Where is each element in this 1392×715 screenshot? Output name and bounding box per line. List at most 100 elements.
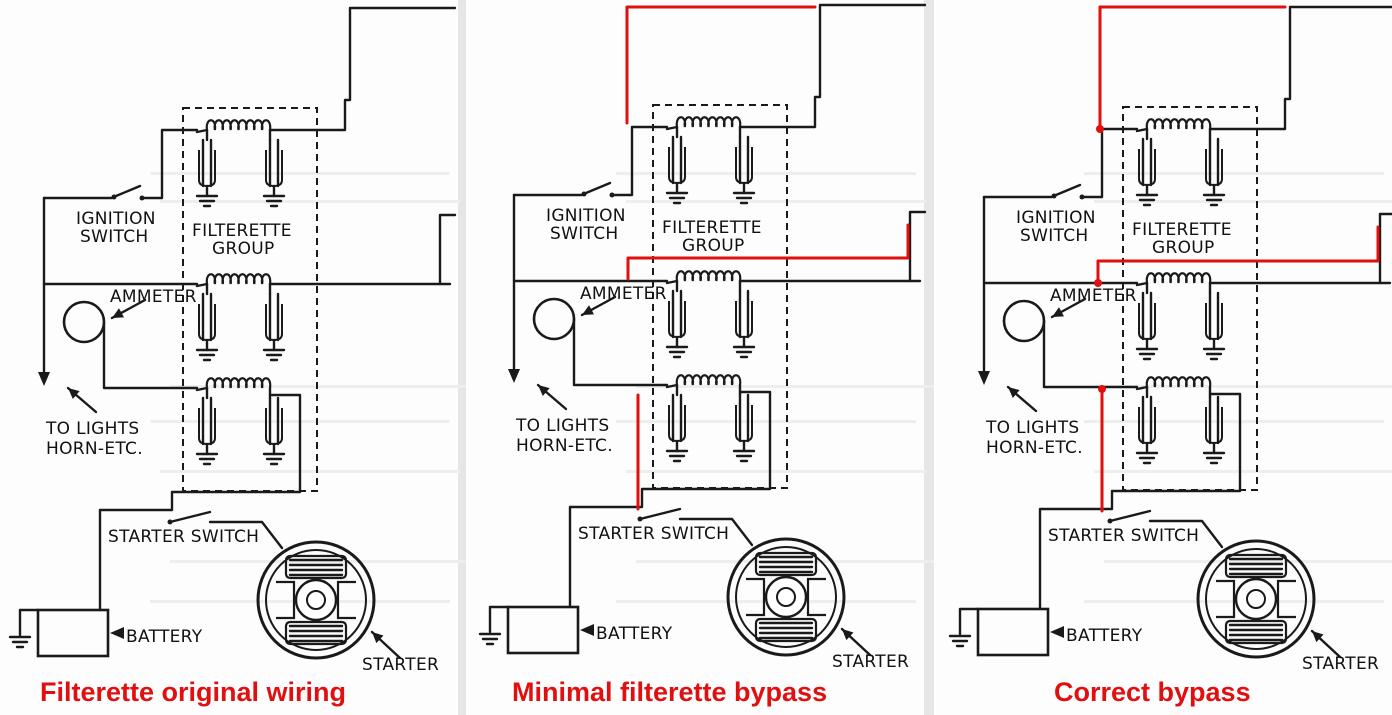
field-pole-bottom (284, 620, 348, 646)
battery-label: BATTERY (1066, 626, 1143, 646)
filter-unit-3-coil-lead-l (1135, 385, 1149, 391)
bypass-node-middle (1094, 279, 1102, 287)
pole-left (1216, 579, 1236, 619)
filter-unit-1 (1135, 118, 1226, 207)
filter-unit-3 (1135, 376, 1226, 465)
battery-arrow (1050, 626, 1064, 638)
starter-motor (1196, 539, 1316, 659)
filter-unit-3 (195, 377, 286, 466)
bypass-wire-middle (626, 223, 910, 281)
ignition-switch-blade (1054, 183, 1082, 197)
pole-left (746, 577, 766, 617)
field-pole-bottom (754, 617, 818, 643)
ignition-label: IGNITION (546, 206, 626, 226)
filter-unit-3-coil-lead-l (665, 383, 679, 389)
battery-symbol (976, 607, 1050, 657)
starter-inner-ring (265, 549, 367, 651)
panel-background (0, 0, 458, 715)
ammeter-to-filter3 (1042, 319, 1139, 389)
filter3-to-battery (568, 390, 772, 609)
filter-unit-2-coil (205, 273, 272, 285)
starter-motor (726, 537, 846, 657)
panel-caption: Correct bypass (1054, 677, 1251, 707)
starter-arrow (1310, 629, 1342, 659)
starter-label: STARTER (1302, 654, 1379, 674)
lights-arrow (66, 386, 98, 414)
battery-label: BATTERY (596, 624, 673, 644)
pole-right (806, 577, 826, 617)
armature (1234, 577, 1278, 621)
filterette-box (182, 107, 318, 492)
filter-unit-2-cap-r (1202, 291, 1226, 361)
ignition-to-filter (140, 128, 199, 200)
starter-switch-to-motor (678, 517, 754, 547)
ignition-to-filter (610, 125, 669, 197)
group-label: GROUP (1152, 238, 1215, 258)
ammeter-label: AMMETER (1050, 286, 1137, 306)
filter3-to-battery (1038, 392, 1242, 611)
armature-shaft (306, 590, 326, 610)
starter-arrow (370, 630, 402, 660)
filter-unit-3 (665, 374, 756, 463)
ammeter-pointer-arrow (110, 298, 147, 320)
filter-unit-1-cap-l (195, 138, 219, 208)
group-label: GROUP (682, 236, 745, 256)
coil-output-wire (1208, 5, 1392, 131)
filter-unit-1-coil-lead-l (1135, 127, 1149, 133)
ignition-switch-blade (584, 181, 612, 195)
panel-background (934, 0, 1392, 715)
filterette-label: FILTERETTE (1132, 220, 1232, 240)
panel-caption: Filterette original wiring (40, 677, 346, 707)
filterette-label: FILTERETTE (192, 221, 292, 241)
filter-unit-3-cap-r (262, 396, 286, 466)
bus-arrow (508, 369, 520, 383)
starter-switch-label: STARTER SWITCH (108, 527, 259, 547)
pole-right (336, 580, 356, 620)
group-label: GROUP (212, 239, 275, 259)
filterette-label: FILTERETTE (662, 218, 762, 238)
coil-output-wire (268, 6, 457, 132)
pole-right (1276, 579, 1296, 619)
starter-inner-ring (1205, 548, 1307, 650)
ammeter-pointer-arrow (1050, 297, 1087, 319)
to-lights-label: TO LIGHTS (515, 416, 610, 436)
starter-switch-to-motor (208, 520, 284, 550)
ignition-to-filter (1080, 127, 1139, 199)
ammeter-to-filter3 (572, 317, 669, 387)
ammeter-pointer-arrow (580, 295, 617, 317)
ammeter-label: AMMETER (110, 287, 197, 307)
starter-housing (726, 537, 846, 657)
starter-housing (1196, 539, 1316, 659)
filter-unit-2-coil-lead-l (665, 279, 679, 285)
filter-unit-2 (1135, 272, 1226, 361)
bypass-node-bottom (1098, 385, 1106, 393)
lights-arrow (536, 383, 568, 411)
filter-unit-2-cap-l (195, 292, 219, 362)
filter-unit-1-cap-l (665, 135, 689, 205)
switch-label: SWITCH (80, 227, 148, 247)
filter-unit-1-cap-r (1202, 137, 1226, 207)
battery-label: BATTERY (126, 627, 203, 647)
filter-unit-3-coil (205, 377, 272, 389)
starter-switch-label: STARTER SWITCH (1048, 526, 1199, 546)
filter-unit-2 (665, 270, 756, 359)
battery-symbol (36, 608, 110, 658)
bypass-wire-top (1098, 5, 1287, 131)
armature-shaft (776, 587, 796, 607)
filter-unit-2-coil (1145, 272, 1212, 284)
armature (294, 578, 338, 622)
filter2-riser (908, 210, 927, 283)
battery-ground-lead (958, 607, 980, 636)
filter-unit-3-coil (1145, 376, 1212, 388)
lights-arrow (1006, 385, 1038, 413)
switch-label: SWITCH (550, 224, 618, 244)
starter-switch-blade (1108, 509, 1152, 523)
ignition-pivot (581, 191, 587, 197)
filter-unit-1-coil-lead-l (195, 128, 209, 134)
to-lights-label: TO LIGHTS (45, 419, 140, 439)
starter-switch-pivot (167, 519, 173, 525)
filter-unit-2-coil (675, 270, 742, 282)
